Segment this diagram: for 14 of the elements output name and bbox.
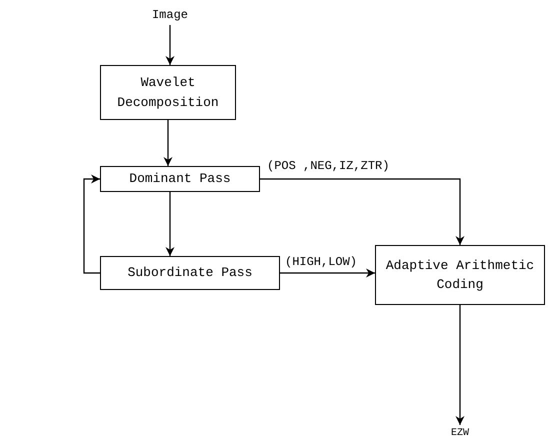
process-box: Subordinate Pass — [100, 256, 280, 290]
input-label: Image — [140, 5, 200, 25]
arrow — [260, 178, 464, 245]
process-box: Dominant Pass — [100, 166, 260, 192]
arrow — [456, 305, 464, 425]
arrow — [166, 25, 174, 65]
output-label: EZW — [440, 425, 480, 441]
edge-label: (POS ,NEG,IZ,ZTR) — [266, 160, 390, 172]
process-box: Wavelet Decomposition — [100, 65, 236, 120]
process-box: Adaptive Arithmetic Coding — [375, 245, 545, 305]
arrow — [83, 174, 100, 274]
arrow — [164, 120, 172, 166]
arrow — [280, 268, 375, 278]
arrow — [166, 192, 174, 256]
